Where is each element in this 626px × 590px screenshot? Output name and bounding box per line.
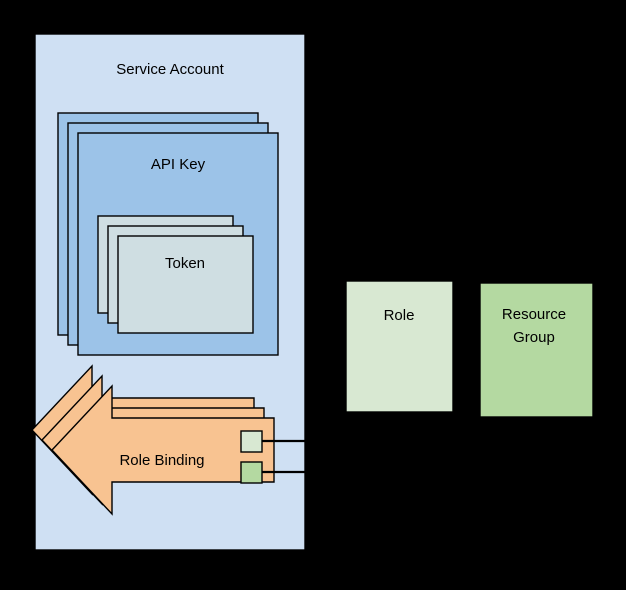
resource-group-label-line1: Resource (502, 306, 566, 323)
role-box[interactable] (345, 280, 454, 413)
role-label: Role (384, 307, 415, 324)
resource-group-port[interactable] (240, 461, 263, 484)
token-label: Token (165, 255, 205, 272)
role-port[interactable] (240, 430, 263, 453)
api-key-label: API Key (151, 156, 206, 173)
resource-group-label-line2: Group (513, 329, 555, 346)
role-binding-label: Role Binding (119, 452, 204, 469)
role-binding-arrow[interactable] (51, 384, 275, 516)
service-account-label: Service Account (116, 61, 224, 78)
token-card[interactable] (117, 235, 254, 334)
resource-group-box[interactable] (479, 282, 594, 418)
